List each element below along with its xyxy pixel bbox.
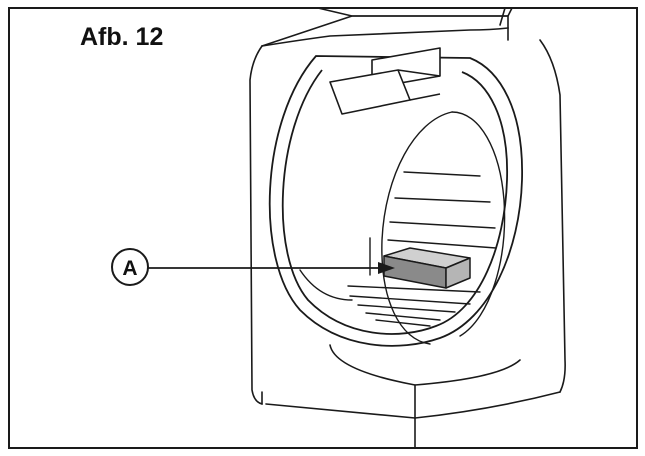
callout-arrowhead — [378, 262, 395, 274]
filter-cartridge — [383, 247, 471, 289]
callout-a: A — [111, 248, 395, 286]
lint-screen-housing — [329, 47, 441, 115]
door-seal — [268, 55, 523, 347]
figure-label: Afb. 12 — [80, 23, 163, 51]
callout-circle — [111, 248, 149, 286]
figure-frame — [8, 7, 638, 449]
dryer-cabinet — [249, 7, 566, 449]
drum-interior — [299, 111, 506, 345]
callout-letter: A — [122, 257, 137, 280]
